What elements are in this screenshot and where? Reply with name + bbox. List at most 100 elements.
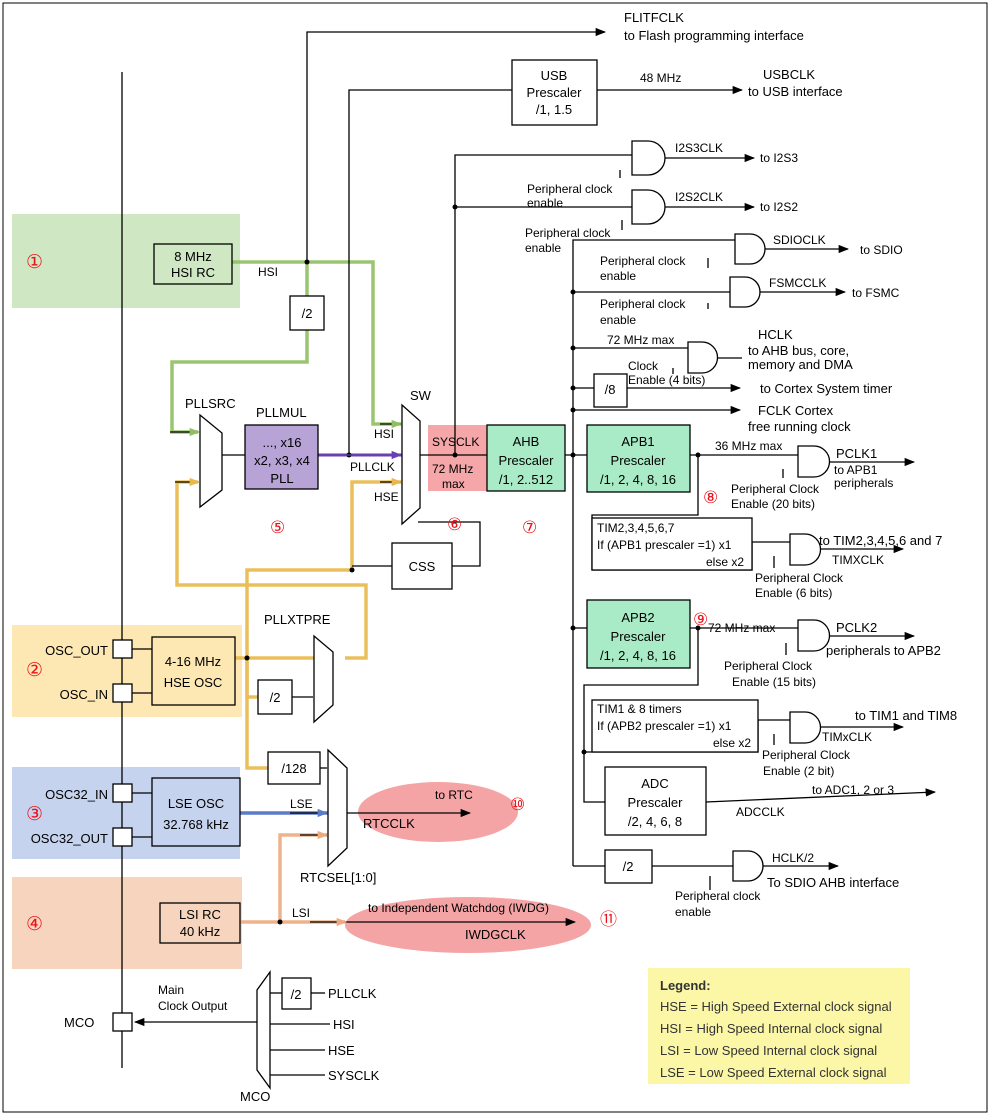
sw-hsi-label: HSI [374, 427, 394, 441]
sw-mux [401, 403, 421, 526]
marker-9: ⑨ [693, 610, 708, 630]
css-text: CSS [409, 559, 436, 574]
hclk2-pce1: Peripheral clock [675, 889, 761, 903]
ahb-line2: Prescaler [499, 453, 555, 468]
usb-freq: 48 MHz [640, 71, 681, 85]
mco-hsi: HSI [333, 1017, 355, 1032]
marker-11: ⑪ [600, 910, 617, 930]
i2s3clk-label: I2S3CLK [675, 141, 723, 155]
to-i2s3: to I2S3 [760, 151, 798, 165]
to-sdio: to SDIO [860, 243, 903, 257]
to-rtc-label: to RTC [435, 788, 473, 802]
hclk-title: HCLK [758, 327, 793, 342]
osc32-out-pin [112, 827, 133, 847]
i2s2clk-label: I2S2CLK [675, 190, 723, 204]
apb2-to-tim: to TIM1 and TIM8 [855, 708, 957, 723]
pllmul-label: PLLMUL [256, 405, 307, 420]
lse-wire-label: LSE [290, 797, 313, 811]
apb1-timxclk: TIMXCLK [832, 553, 884, 567]
apb2-line3: /1, 2, 4, 8, 16 [600, 648, 676, 663]
pll-box [244, 424, 319, 490]
pllclk-wire-label: PLLCLK [350, 460, 395, 474]
i2s-pce1-line1: Peripheral clock [527, 182, 613, 196]
pclk1-label: PCLK1 [836, 446, 877, 461]
rtcsel-mux [327, 748, 348, 868]
i2s-pce2-line2: enable [525, 241, 561, 255]
rtcsel-label: RTCSEL[1:0] [300, 870, 376, 885]
osc-out-label: OSC_OUT [45, 643, 108, 658]
legend-line-3: LSI = Low Speed Internal clock signal [660, 1043, 877, 1058]
sw-hse-label: HSE [374, 490, 399, 504]
hsi-box-line1: 8 MHz [174, 249, 212, 264]
marker-3: ③ [26, 803, 43, 825]
hclk-div2-text: /2 [623, 859, 634, 874]
apb1-line3: /1, 2, 4, 8, 16 [600, 472, 676, 487]
marker-4: ④ [26, 913, 43, 935]
lsi-rc-box [159, 902, 241, 944]
rtcclk-label: RTCCLK [363, 816, 415, 831]
osc32-in-label: OSC32_IN [45, 787, 108, 802]
hclk-clock-en2: Enable (4 bits) [628, 373, 705, 387]
iwdgclk-label: IWDGCLK [465, 927, 526, 942]
lsi-box-line2: 40 kHz [180, 924, 220, 939]
hse-osc-box [151, 636, 236, 706]
apb2-timxclk: TIMxCLK [822, 730, 872, 744]
apb1-to2: peripherals [834, 476, 893, 490]
sysclk-max2: max [442, 477, 465, 491]
hclk-max: 72 MHz max [607, 333, 674, 347]
div128-text: /128 [281, 761, 306, 776]
marker-6: ⑥ [447, 515, 462, 535]
apb2-line1: APB2 [621, 610, 654, 625]
css-box [391, 542, 453, 590]
apb2-line2: Prescaler [611, 629, 667, 644]
hclk2-label: HCLK/2 [772, 851, 814, 865]
apb1-to-tim: to TIM2,3,4,5,6 and 7 [819, 533, 942, 548]
apb2-tim-line1: TIM1 & 8 timers [597, 702, 682, 716]
usbclk-label: USBCLK [763, 67, 815, 82]
apb2-tim-line2: If (APB2 prescaler =1) x1 [597, 719, 732, 733]
hclk2-pce2: enable [675, 905, 711, 919]
adcclk-label: ADCCLK [736, 805, 785, 819]
osc-in-label: OSC_IN [60, 687, 108, 702]
legend-line-1: HSE = High Speed External clock signal [660, 999, 892, 1014]
adc-line1: ADC [641, 776, 668, 791]
apb2-max: 72 MHz max [708, 621, 775, 635]
i2s-pce2-line1: Peripheral clock [525, 226, 611, 240]
hsi-rc-box [153, 243, 233, 285]
div8-text: /8 [605, 382, 616, 397]
apb2-tim-pce1: Peripheral Clock [762, 748, 851, 762]
i2s-pce1-line2: enable [527, 196, 563, 210]
usbclk-desc: to USB interface [748, 84, 843, 99]
pll-box-line1: ..., x16 [262, 435, 301, 450]
apb2-tim-line3: else x2 [713, 736, 751, 750]
lse-box-line2: 32.768 kHz [163, 817, 229, 832]
osc32-in-pin [112, 783, 133, 803]
flitfclk-desc: to Flash programming interface [624, 28, 804, 43]
mco-div2-text: /2 [291, 987, 302, 1002]
mco-title1: Main [158, 983, 184, 997]
hclk-clock-en1: Clock [628, 359, 659, 373]
to-i2s2: to I2S2 [760, 200, 798, 214]
sdio-pce-line2: enable [600, 269, 636, 283]
apb1-line1: APB1 [621, 434, 654, 449]
ahb-prescaler-box [486, 424, 566, 492]
div8-box [593, 373, 628, 408]
sysclk-max1: 72 MHz [432, 462, 473, 476]
hclk-desc2: memory and DMA [748, 357, 853, 372]
apb2-pce2: Enable (15 bits) [732, 675, 816, 689]
fsmc-pce-line2: enable [600, 313, 636, 327]
and-gates [631, 140, 831, 882]
to-fsmc: to FSMC [852, 286, 900, 300]
iwdg-to-label: to Independent Watchdog (IWDG) [368, 901, 549, 915]
sdio-pce-line1: Peripheral clock [600, 254, 686, 268]
lsi-box-line1: LSI RC [179, 907, 221, 922]
fclk-line1: FCLK Cortex [758, 403, 834, 418]
apb1-pce2: Enable (20 bits) [731, 497, 815, 511]
hclk-div2-box [604, 849, 653, 884]
pll-box-line3: PLL [270, 471, 293, 486]
usb-prescaler-box [511, 59, 598, 126]
apb1-tim-pce2: Enable (6 bits) [755, 586, 832, 600]
mco-title2: Clock Output [158, 999, 228, 1013]
hclk-desc1: to AHB bus, core, [748, 343, 849, 358]
legend-line-2: HSI = High Speed Internal clock signal [660, 1021, 882, 1036]
